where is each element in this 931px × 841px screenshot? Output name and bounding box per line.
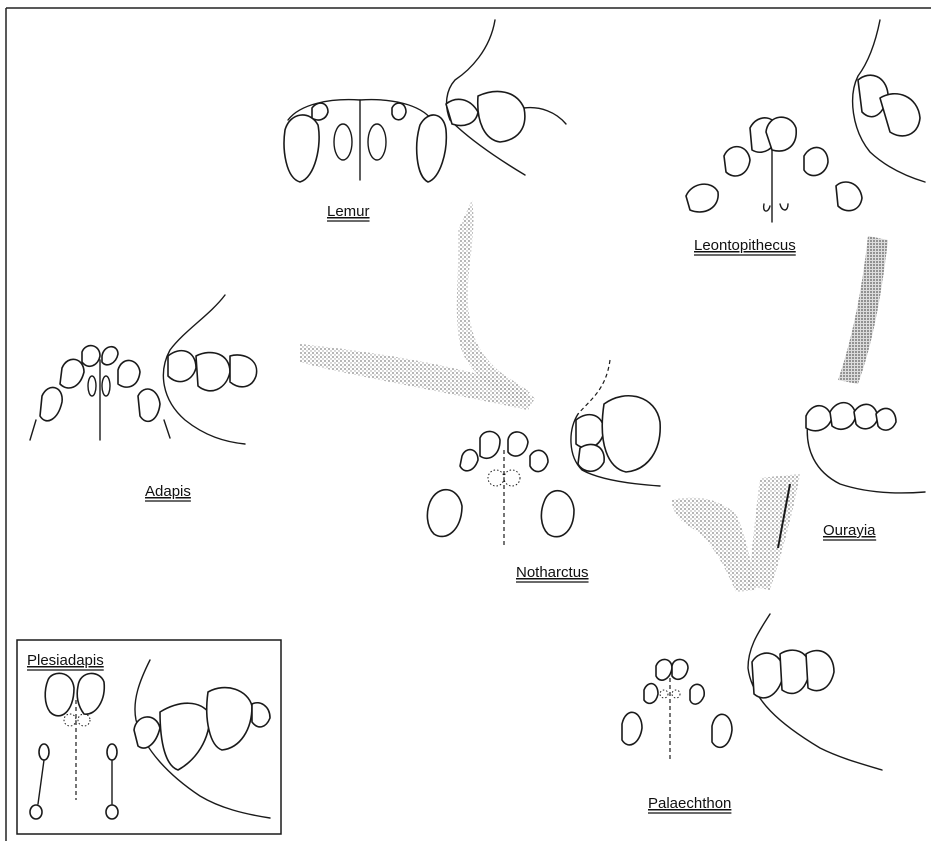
notharctus-upper-dentition [427, 431, 574, 545]
phylogeny-branches [300, 200, 888, 592]
notharctus-lateral-view [571, 360, 660, 486]
taxon-label-adapis: Adapis [145, 483, 191, 500]
taxon-label-ourayia: Ourayia [823, 522, 876, 539]
palaechthon-upper-dentition [622, 659, 732, 760]
leontopithecus-upper-dentition [686, 117, 862, 222]
leontopithecus-lateral-view [853, 20, 925, 182]
ourayia-lateral-view [806, 403, 925, 493]
adapis-lateral-view [163, 295, 256, 444]
lemur-lateral-view [446, 20, 566, 175]
taxon-label-lemur: Lemur [327, 203, 370, 220]
taxon-label-plesiadapis: Plesiadapis [27, 652, 104, 669]
adapis-upper-dentition [30, 346, 170, 440]
lemur-upper-dentition [284, 100, 446, 182]
taxon-label-palaechthon: Palaechthon [648, 795, 731, 812]
branch-notharctus [672, 498, 756, 592]
branch-leontopithecus [838, 236, 888, 384]
taxon-label-notharctus: Notharctus [516, 564, 589, 581]
palaechthon-lateral-view [748, 614, 882, 770]
taxon-label-leontopithecus: Leontopithecus [694, 237, 796, 254]
branch-ourayia [748, 474, 800, 590]
